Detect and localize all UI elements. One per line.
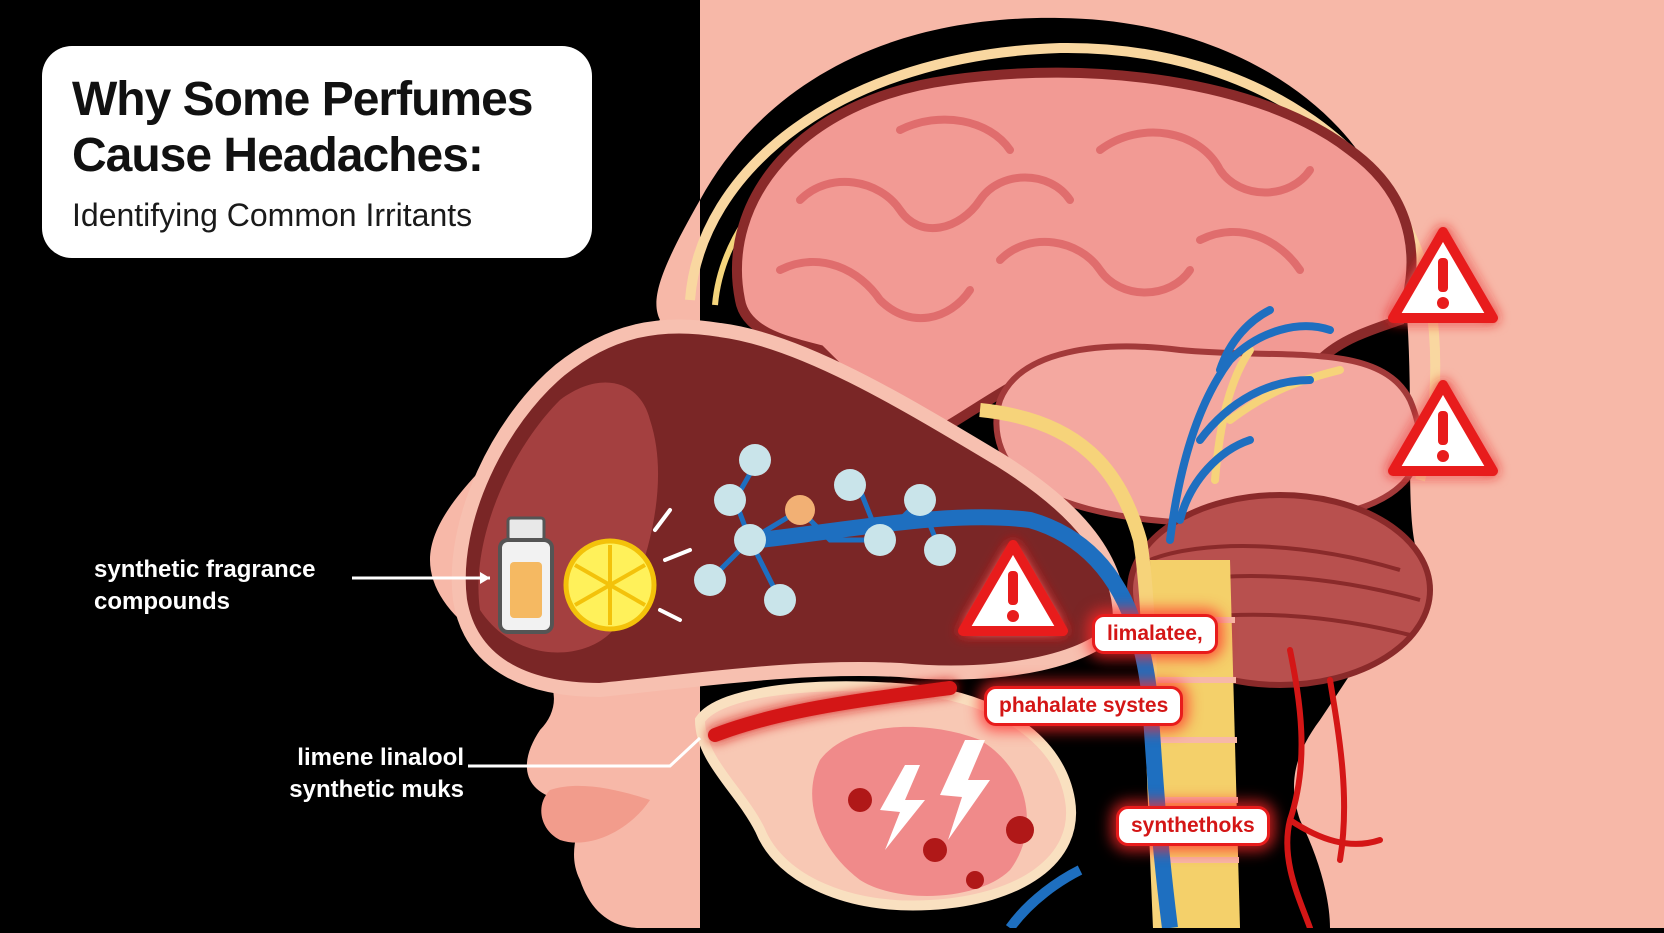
irritants-label: limene linalool synthetic muks — [289, 742, 464, 806]
warning-icon — [1388, 227, 1498, 323]
perfume-bottle-icon — [498, 516, 554, 634]
irritants-leader-line — [468, 736, 702, 768]
irritant-tag: limalatee, — [1092, 614, 1218, 654]
blood-vessel-lower — [1005, 865, 1083, 931]
fragrance-label-line-1: synthetic fragrance — [94, 556, 316, 583]
tongue — [812, 726, 1027, 897]
irritants-label-line-1: limene linalool — [297, 744, 464, 771]
title-line-1: Why Some Perfumes — [72, 73, 533, 126]
artery — [1284, 647, 1383, 931]
warning-icon — [1388, 380, 1498, 476]
scent-rays — [653, 508, 692, 622]
title-card: Why Some Perfumes Cause Headaches: Ident… — [42, 46, 592, 258]
fragrance-label-line-2: compounds — [94, 588, 230, 615]
warning-icon — [958, 540, 1068, 636]
head-silhouette — [430, 0, 1664, 928]
lemon-icon — [563, 538, 657, 632]
brain-folds — [776, 115, 1314, 322]
irritant-tag: phahalate systes — [984, 686, 1184, 726]
fragrance-arrow-head — [480, 572, 490, 584]
skull-outline — [685, 42, 1441, 482]
molecule-structure — [694, 444, 956, 616]
irritant-tag: synthethoks — [1116, 806, 1270, 846]
lightning-icon — [880, 740, 990, 850]
irritation-band — [708, 681, 957, 742]
blood-vessel-branches — [1166, 306, 1334, 544]
inflammation-marks — [848, 788, 1034, 889]
irritants-label-line-2: synthetic muks — [289, 776, 464, 803]
fragrance-label: synthetic fragrance compounds — [94, 554, 315, 618]
lips — [541, 785, 650, 843]
subtitle: Identifying Common Irritants — [72, 197, 473, 233]
title-line-2: Cause Headaches: — [72, 129, 484, 182]
